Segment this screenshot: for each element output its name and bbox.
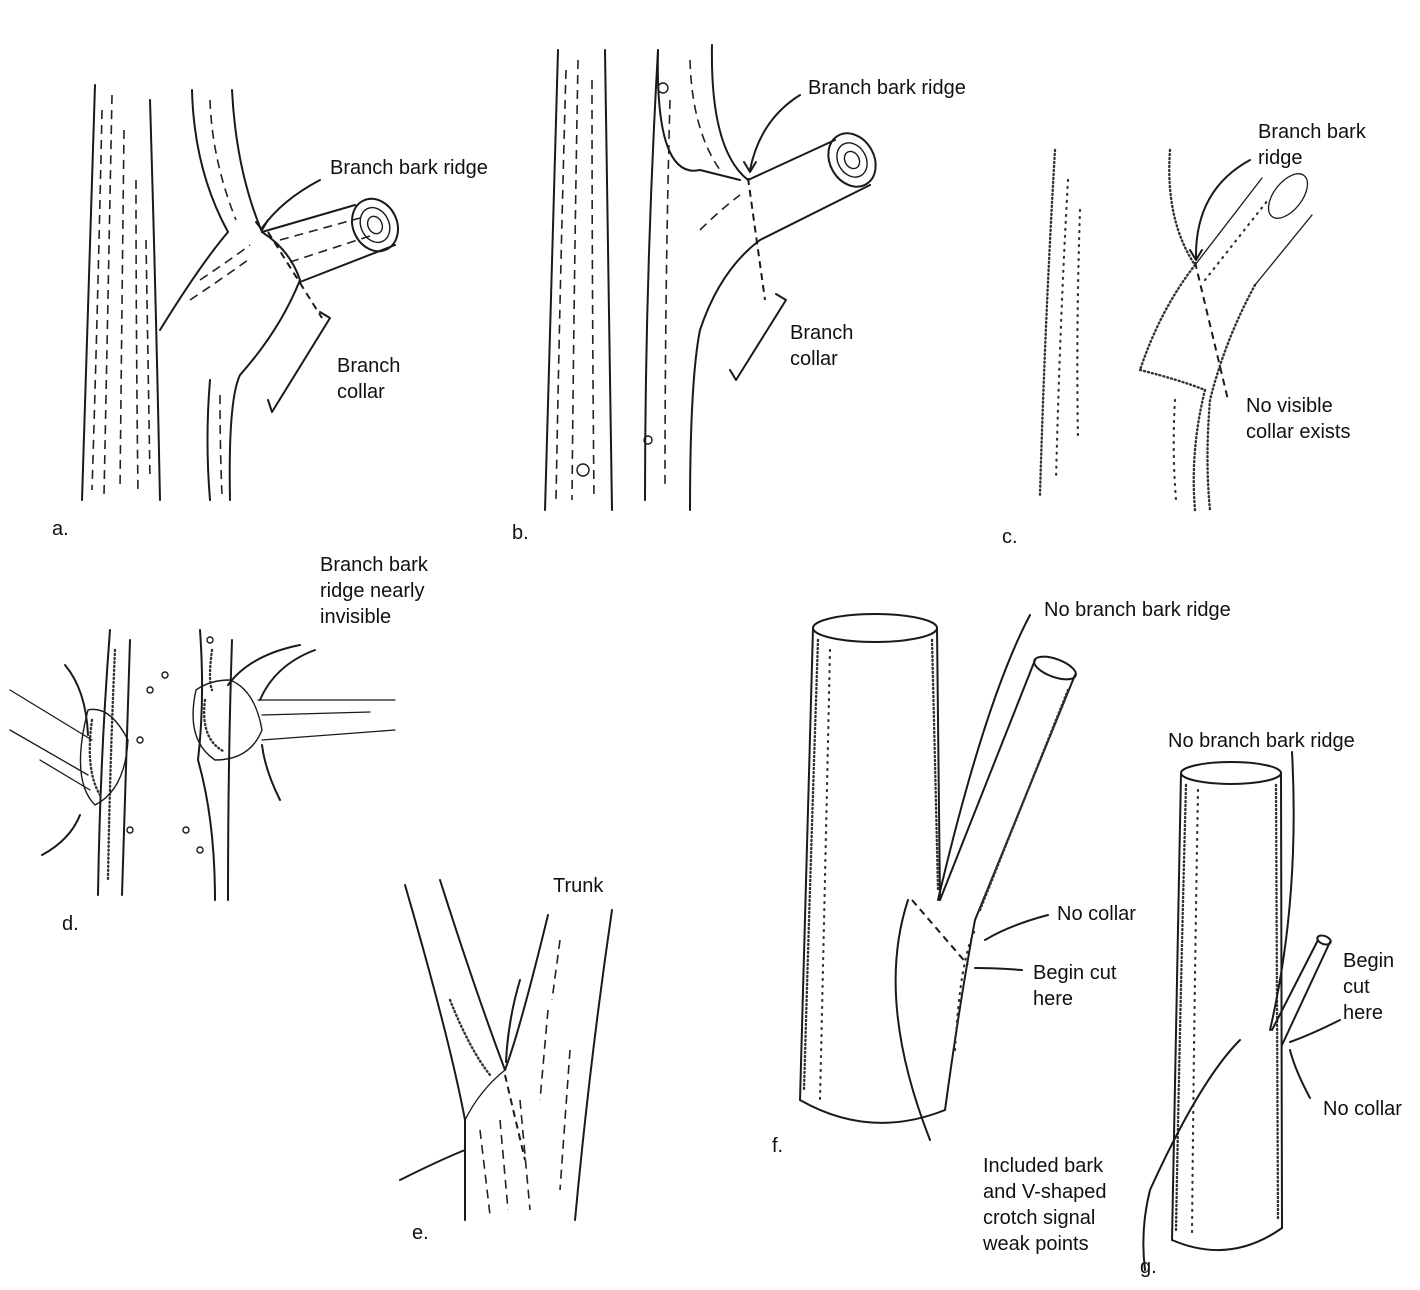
panel-b-collar-bracket: [730, 294, 786, 380]
panel-g-no-collar-label: No collar: [1323, 1096, 1402, 1122]
panel-f-letter: f.: [772, 1135, 783, 1158]
panel-f-begin-arrow: [975, 968, 1022, 970]
panel-c-ridge-arrow: [1196, 160, 1250, 258]
panel-c-letter: c.: [1002, 526, 1018, 549]
panel-g-trunk-top: [1181, 762, 1281, 784]
panel-a-right-trunk: [160, 90, 300, 500]
panel-d-letter: d.: [62, 913, 79, 936]
panel-d-arrow-2: [42, 815, 80, 855]
panel-c-no-collar-label-1: No visible: [1246, 393, 1333, 419]
panel-f-drawing: [800, 614, 1079, 1140]
panel-d-ridge-label-1: Branch bark: [320, 552, 428, 578]
included-bark-note-1: Included bark: [983, 1153, 1103, 1179]
panel-f-no-collar-label: No collar: [1057, 901, 1136, 927]
panel-f-ridge-arrow: [938, 615, 1030, 900]
panel-c-right-trunk: [1140, 150, 1255, 510]
panel-b-collar-label-1: Branch: [790, 320, 853, 346]
panel-d-left-trunk: [10, 630, 168, 895]
panel-d-arrow-5: [262, 745, 280, 800]
panel-d-arrow-3: [228, 645, 300, 685]
panel-g-collar-arrow: [1290, 1050, 1310, 1098]
panel-e-trunk-label: Trunk: [553, 873, 603, 899]
panel-d-ridge-label-2: ridge nearly: [320, 578, 425, 604]
panel-b-collar-label-2: collar: [790, 346, 838, 372]
panel-f-cut-line: [912, 900, 968, 965]
panel-g-letter: g.: [1140, 1256, 1157, 1279]
panel-e-outer-left: [405, 885, 465, 1120]
panel-a-ridge-arrow: [262, 180, 320, 228]
panel-e-collar-arrow: [400, 1150, 465, 1180]
panel-f-collar-arrow: [985, 915, 1048, 940]
panel-f-included-bark-line: [896, 900, 930, 1140]
panel-c-left-trunk-left: [1040, 150, 1055, 495]
panel-f-begin-label-1: Begin cut: [1033, 960, 1116, 986]
panel-b-branch: [748, 125, 885, 240]
panel-e-letter: e.: [412, 1222, 429, 1245]
panel-g-begin-label-2: cut: [1343, 974, 1370, 1000]
panel-f-no-ridge-label: No branch bark ridge: [1044, 597, 1231, 623]
panel-a-collar-label-1: Branch: [337, 353, 400, 379]
panel-c-no-collar-label-2: collar exists: [1246, 419, 1350, 445]
panel-g-begin-label-3: here: [1343, 1000, 1383, 1026]
panel-c-ridge-label-2: ridge: [1258, 145, 1302, 171]
panel-g-begin-arrow: [1290, 1020, 1340, 1042]
panel-a-left-trunk: [82, 85, 160, 500]
included-bark-note-4: weak points: [983, 1231, 1089, 1257]
panel-f-begin-label-2: here: [1033, 986, 1073, 1012]
panel-a-collar-label-2: collar: [337, 379, 385, 405]
panel-e-drawing: [400, 880, 612, 1220]
panel-b-drawing: [545, 45, 885, 510]
panel-a-cut-line: [268, 232, 322, 318]
panel-g-begin-label-1: Begin: [1343, 948, 1394, 974]
panel-g-no-ridge-label: No branch bark ridge: [1168, 728, 1355, 754]
panel-d-arrow-4: [260, 650, 315, 700]
panel-c-drawing: [1040, 150, 1315, 510]
panel-g-drawing: [1143, 752, 1340, 1270]
panel-c-ridge-label-1: Branch bark: [1258, 119, 1366, 145]
included-bark-note-2: and V-shaped: [983, 1179, 1106, 1205]
panel-d-drawing: [10, 630, 395, 900]
panel-b-letter: b.: [512, 522, 529, 545]
panel-c-cut-line: [1195, 262, 1228, 400]
panel-d-right-trunk: [183, 630, 395, 900]
panel-g-included-bark-line: [1143, 1040, 1240, 1270]
panel-b-right-trunk: [644, 45, 760, 510]
panel-a-ridge-label: Branch bark ridge: [330, 155, 488, 181]
panel-a-letter: a.: [52, 518, 69, 541]
included-bark-note-3: crotch signal: [983, 1205, 1095, 1231]
panel-b-left-trunk: [545, 50, 612, 510]
panel-e-ridge-arrow: [506, 980, 520, 1062]
panel-b-ridge-label: Branch bark ridge: [808, 75, 966, 101]
panel-a-drawing: [82, 85, 406, 500]
panel-c-branch: [1195, 167, 1315, 285]
panel-d-ridge-label-3: invisible: [320, 604, 391, 630]
panel-f-branch: [940, 652, 1079, 1110]
panel-f-trunk-top: [813, 614, 937, 642]
panel-a-collar-bracket: [268, 312, 330, 412]
